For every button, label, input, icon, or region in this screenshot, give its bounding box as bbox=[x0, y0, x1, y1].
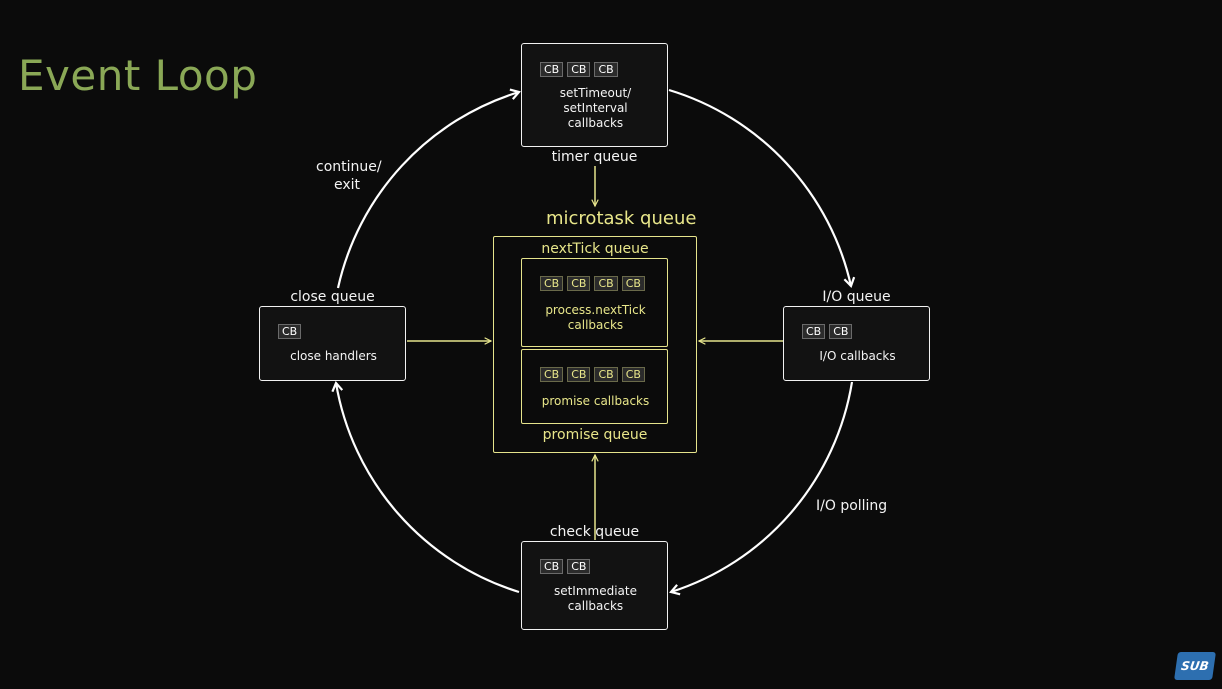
callback-chip: CB bbox=[540, 367, 564, 382]
callback-chip: CB bbox=[829, 324, 853, 339]
callback-chip: CB bbox=[567, 276, 591, 291]
callback-chip: CB bbox=[621, 367, 645, 382]
close-callback-list: CB bbox=[278, 324, 302, 339]
continue-exit-label: continue/ exit bbox=[316, 158, 382, 194]
timer-callback-list: CB CB CB bbox=[540, 62, 618, 77]
callback-chip: CB bbox=[594, 367, 618, 382]
next-tick-callback-list: CB CB CB CB bbox=[540, 276, 645, 291]
timer-queue-box: CB CB CB setTimeout/ setInterval callbac… bbox=[521, 43, 668, 147]
io-queue-box: CB CB I/O callbacks bbox=[783, 306, 930, 381]
arc-io-to-check bbox=[669, 381, 854, 596]
io-queue-label: I/O queue bbox=[822, 289, 891, 305]
description-line: setTimeout/ bbox=[559, 86, 632, 100]
check-callback-list: CB CB bbox=[540, 559, 591, 574]
callback-chip: CB bbox=[540, 559, 564, 574]
callback-chip: CB bbox=[278, 324, 302, 339]
next-tick-queue-label: nextTick queue bbox=[541, 241, 649, 257]
arc-check-to-close bbox=[331, 380, 520, 594]
description-line: callbacks bbox=[567, 599, 624, 613]
label-line: continue/ bbox=[316, 159, 382, 175]
arc-timer-to-io bbox=[668, 88, 856, 289]
close-queue-box: CB close handlers bbox=[259, 306, 406, 381]
check-queue-label: check queue bbox=[549, 524, 640, 540]
callback-chip: CB bbox=[540, 276, 564, 291]
io-polling-label: I/O polling bbox=[816, 498, 888, 514]
callback-chip: CB bbox=[567, 62, 591, 77]
promise-queue-box: CB CB CB CB promise callbacks bbox=[521, 349, 668, 424]
callback-chip: CB bbox=[567, 367, 591, 382]
callback-chip: CB bbox=[594, 276, 618, 291]
microtask-queue-box bbox=[493, 236, 697, 453]
callback-chip: CB bbox=[802, 324, 826, 339]
arc-close-to-timer bbox=[336, 88, 521, 289]
promise-description: promise callbacks bbox=[541, 394, 650, 408]
promise-callback-list: CB CB CB CB bbox=[540, 367, 645, 382]
next-tick-queue-box: CB CB CB CB process.nextTick callbacks bbox=[521, 258, 668, 347]
callback-chip: CB bbox=[594, 62, 618, 77]
callback-chip: CB bbox=[567, 559, 591, 574]
description-line: callbacks bbox=[567, 318, 624, 332]
io-callback-list: CB CB bbox=[802, 324, 853, 339]
close-queue-description: close handlers bbox=[290, 349, 377, 363]
microtask-queue-label: microtask queue bbox=[546, 208, 697, 229]
check-queue-box: CB CB setImmediate callbacks bbox=[521, 541, 668, 630]
description-line: setInterval bbox=[563, 101, 628, 115]
check-queue-description: setImmediate callbacks bbox=[522, 584, 669, 614]
description-line: setImmediate bbox=[553, 584, 638, 598]
callback-chip: CB bbox=[540, 62, 564, 77]
timer-queue-label: timer queue bbox=[551, 149, 638, 165]
io-queue-description: I/O callbacks bbox=[819, 349, 896, 363]
close-queue-label: close queue bbox=[290, 289, 375, 305]
promise-queue-label: promise queue bbox=[542, 427, 648, 443]
description-line: process.nextTick bbox=[545, 303, 646, 317]
page-title: Event Loop bbox=[18, 51, 258, 100]
label-line: exit bbox=[334, 177, 361, 193]
subscribe-logo[interactable]: SUB bbox=[1174, 652, 1216, 680]
description-line: callbacks bbox=[567, 116, 624, 130]
callback-chip: CB bbox=[621, 276, 645, 291]
timer-queue-description: setTimeout/ setInterval callbacks bbox=[522, 86, 669, 131]
next-tick-description: process.nextTick callbacks bbox=[522, 303, 669, 333]
